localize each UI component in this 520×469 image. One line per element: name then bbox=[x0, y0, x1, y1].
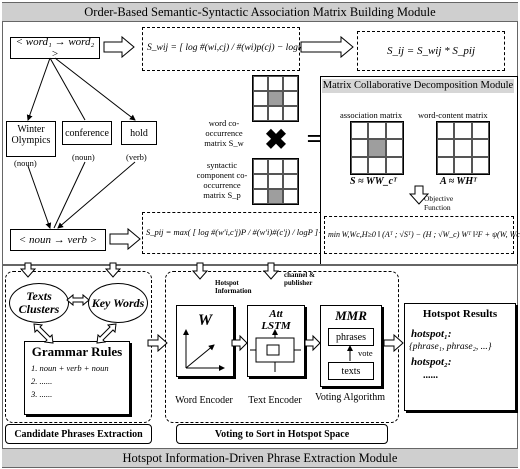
candidate-caption: Candidate Phrases Extraction bbox=[5, 424, 152, 444]
grammar-item-3: 3. ...... bbox=[31, 389, 53, 399]
word-pos-verb: (verb) bbox=[126, 152, 147, 162]
word-encoder-label: Word Encoder bbox=[175, 395, 233, 406]
matrix-sw bbox=[252, 75, 299, 122]
arrow-objective bbox=[408, 185, 430, 205]
wc-label: word-content matrix bbox=[418, 110, 488, 120]
lstm-inner bbox=[266, 344, 280, 356]
hotspot-dots: ...... bbox=[423, 370, 438, 381]
arrow-to-s bbox=[300, 35, 354, 59]
eq-a: A ≈ WHᵀ bbox=[440, 176, 477, 187]
voting-algorithm-label: Voting Algorithm bbox=[314, 392, 386, 403]
texts-box: texts bbox=[328, 362, 374, 380]
hotspot-info-label: Hotspot Information bbox=[215, 279, 252, 295]
double-arrow-top bbox=[66, 293, 90, 307]
assoc-label: association matrix bbox=[340, 110, 403, 120]
association-matrix bbox=[350, 121, 404, 175]
arrow-to-results bbox=[383, 333, 404, 353]
word-box-conference: conference bbox=[62, 121, 112, 145]
bottom-module-title: Hotspot Information-Driven Phrase Extrac… bbox=[2, 448, 518, 468]
axis-vec bbox=[185, 344, 215, 369]
edge-hold-pos bbox=[57, 161, 136, 229]
arrow-down-left-2 bbox=[104, 262, 122, 278]
double-arrow-right bbox=[96, 323, 117, 344]
w-symbol: W bbox=[197, 312, 213, 329]
eq-s: S ≈ WW_cᵀ bbox=[350, 176, 397, 187]
edge-winter-pos bbox=[27, 165, 52, 229]
label-sw: word co-occurrence matrix S_w bbox=[204, 118, 244, 148]
channel-publisher-label: channel & publisher bbox=[284, 271, 315, 287]
voting-caption: Voting to Sort in Hotspot Space bbox=[176, 424, 388, 444]
formula-sw: S_wij = [ log #(wi,cj) / #(wi)p(cj) − lo… bbox=[147, 43, 315, 53]
formula-s: S_ij = S_wij * S_pij bbox=[386, 45, 476, 57]
hotspot1-phrases: {phrase₁, phrase₂, ...} bbox=[409, 342, 492, 352]
label-sp: syntactic component co-occurrence matrix… bbox=[196, 160, 248, 200]
arrow-to-sw bbox=[103, 35, 135, 59]
formula-s-box: S_ij = S_wij * S_pij bbox=[357, 31, 505, 71]
hotspot2-label: hotspot₂: bbox=[411, 356, 452, 368]
arrow-text-mmr bbox=[304, 334, 321, 352]
word-box-winter-olympics: Winter Olympics bbox=[6, 121, 56, 157]
hotspot1-label: hotspot₁: bbox=[411, 328, 452, 340]
hotspot-results-box: Hotspot Results hotspot₁: {phrase₁, phra… bbox=[404, 303, 516, 411]
key-words-node: Key Words bbox=[88, 283, 148, 323]
edge-word-winter bbox=[26, 57, 51, 121]
arrow-hotspot-info bbox=[191, 262, 209, 280]
grammar-rules-card: Grammar Rules 1. noun + verb + noun 2. .… bbox=[24, 341, 130, 415]
arrow-word-text bbox=[231, 334, 248, 352]
grammar-item-2: 2. ...... bbox=[31, 376, 53, 386]
formula-sw-box: S_wij = [ log #(wi,cj) / #(wi)p(cj) − lo… bbox=[142, 27, 315, 71]
grammar-item-1: 1. noun + verb + noun bbox=[31, 363, 109, 373]
double-arrow-left bbox=[33, 323, 54, 344]
texts-clusters-node: Texts Clusters bbox=[9, 283, 69, 323]
edge-word-hold bbox=[54, 57, 136, 121]
word-box-hold: hold bbox=[121, 121, 157, 145]
candidate-frame bbox=[5, 271, 152, 423]
arrow-candidate-voting bbox=[147, 333, 168, 353]
mcd-title: Matrix Collaborative Decomposition Modul… bbox=[322, 79, 514, 93]
objective-formula: min W,Wc,H≥0 ‖ (Aᵀ ; √Sᵀ) − (H ; √W_c) W… bbox=[328, 230, 520, 239]
mmr-title: MMR bbox=[335, 308, 367, 323]
vote-label: vote bbox=[358, 348, 373, 358]
arrow-to-sp bbox=[109, 227, 141, 251]
word-pos-noun-2: (noun) bbox=[72, 152, 95, 162]
word-text: Winter Olympics bbox=[11, 124, 51, 146]
edge-word-conference bbox=[49, 57, 86, 121]
pos-pair-box: < noun → verb > bbox=[10, 229, 106, 251]
formula-sp-box: S_pij = max( [ log #(w'i,c'j)P / #(w'i)#… bbox=[142, 212, 329, 254]
arrow-down-left-1 bbox=[19, 262, 37, 278]
arrow-channel bbox=[262, 262, 280, 280]
word-content-matrix bbox=[436, 121, 490, 175]
equals-icon: = bbox=[306, 124, 322, 153]
word-pair-box: < word₁ → word₂ > bbox=[10, 36, 100, 60]
hotspot-results-title: Hotspot Results bbox=[422, 308, 498, 320]
grammar-title: Grammar Rules bbox=[31, 344, 123, 359]
objective-label: Objective Function bbox=[424, 194, 454, 212]
matrix-sp bbox=[252, 158, 299, 205]
multiply-icon: ✖ bbox=[264, 125, 288, 156]
att-lstm: Att LSTM bbox=[261, 308, 291, 332]
objective-box: min W,Wc,H≥0 ‖ (Aᵀ ; √Sᵀ) − (H ; √W_c) W… bbox=[324, 216, 520, 254]
word-pos-noun-1: (noun) bbox=[14, 158, 37, 168]
formula-sp: S_pij = max( [ log #(w'i,c'j)P / #(w'i)#… bbox=[146, 227, 329, 237]
edge-conference-pos bbox=[53, 161, 86, 229]
text-encoder-label: Text Encoder bbox=[248, 395, 302, 406]
